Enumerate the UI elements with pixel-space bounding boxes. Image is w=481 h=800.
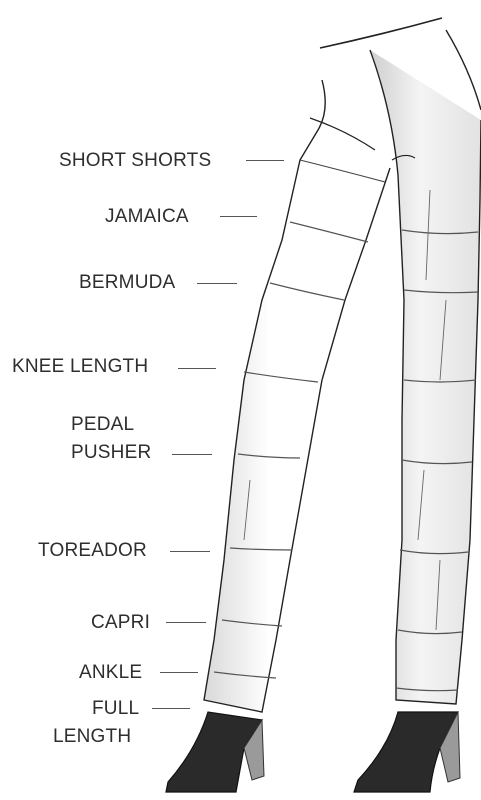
tick-pedal-pusher	[172, 454, 212, 455]
tick-toreador	[170, 551, 210, 552]
tick-ankle	[160, 672, 198, 673]
tick-bermuda	[197, 283, 237, 284]
label-knee-length: KNEE LENGTH	[12, 356, 148, 378]
label-toreador: TOREADOR	[38, 540, 147, 562]
tick-full-length	[152, 708, 190, 709]
label-short-shorts: SHORT SHORTS	[59, 150, 211, 172]
label-pedal-pusher-line2: PUSHER	[71, 442, 151, 464]
tick-knee-length	[178, 368, 216, 369]
tick-jamaica	[220, 216, 257, 217]
label-full-length-line1: FULL	[92, 698, 139, 720]
label-bermuda: BERMUDA	[79, 272, 175, 294]
label-pedal-pusher-line1: PEDAL	[71, 414, 134, 436]
label-ankle: ANKLE	[79, 662, 142, 684]
label-capri: CAPRI	[91, 612, 150, 634]
label-jamaica: JAMAICA	[105, 206, 189, 228]
label-full-length-line2: LENGTH	[53, 726, 131, 748]
right-leg	[370, 50, 481, 704]
left-leg	[204, 80, 390, 712]
tick-short-shorts	[246, 160, 284, 161]
tick-capri	[166, 622, 206, 623]
